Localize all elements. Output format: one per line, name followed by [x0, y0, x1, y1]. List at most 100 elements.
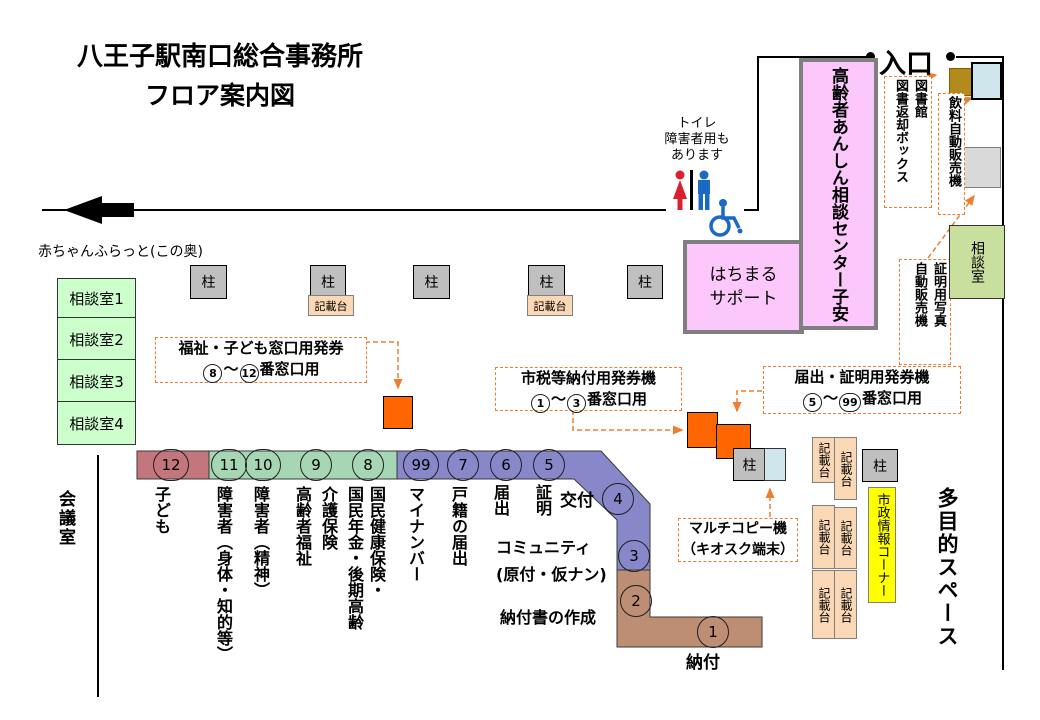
wall-top-left [758, 56, 872, 58]
welfare-to-circle: 12 [239, 364, 259, 383]
baby-area-note: 赤ちゃんふらっと(この奥) [38, 244, 203, 260]
label-mynumber: マイナンバー [406, 486, 425, 582]
label-certificate: 証明 [533, 484, 552, 516]
tax-ticket-machine [687, 412, 718, 448]
report-tilde: ～ [822, 389, 838, 407]
wall-top-right [956, 56, 1004, 58]
counter-circle-4: 4 [602, 483, 634, 515]
pillar-3: 柱 [413, 265, 450, 299]
writing-desk-r3c2: 記載台 [834, 570, 857, 639]
tax-tilde: ～ [550, 390, 566, 408]
toilet-note: トイレ 障害者用も あります [664, 116, 730, 163]
label-disabled-physical: 障害者（身体・知的等） [214, 486, 233, 662]
consult-room-3: 相談室3 [57, 359, 136, 403]
label-issuance: 交付 [560, 491, 594, 511]
counter-circle-1: 1 [697, 616, 729, 648]
writing-desk-r2c2: 記載台 [834, 507, 857, 569]
report-from-circle: 5 [802, 393, 822, 412]
wall-entry-corridor [757, 56, 759, 211]
welfare-suffix: 番窓口用 [259, 360, 320, 378]
counter-circle-10: 10 [245, 449, 281, 481]
consult-room-2: 相談室2 [57, 317, 136, 361]
beverage-label: 飲料自動販売機 [938, 93, 965, 215]
label-community: コミュニティ (原付・仮ナン) [496, 538, 607, 584]
welfare-ticket-machine [383, 396, 413, 429]
counter-circle-6: 6 [490, 449, 522, 481]
label-elderly-welfare: 高齢者福祉 [293, 486, 312, 566]
counter-circle-12: 12 [153, 449, 189, 481]
wall-meeting-room [97, 455, 99, 697]
book-return-label: 図書館 図書返却ボックス [884, 76, 932, 208]
label-disabled-mental: 障害者（精神） [251, 486, 270, 598]
counter-circle-8: 8 [352, 449, 384, 481]
label-payment: 納付 [686, 653, 720, 673]
tax-ticket-line1: 市税等納付用発券機 [520, 369, 656, 387]
counter-circle-2: 2 [620, 585, 652, 617]
writing-desk-small-1: 記載台 [308, 295, 354, 316]
left-arrow-head [64, 196, 102, 224]
counter-circle-99: 99 [403, 449, 439, 481]
photo-machine-label: 証明用写真 自動販売機 [899, 259, 951, 365]
title-line2: フロア案内図 [144, 81, 295, 110]
tax-from-circle: 1 [530, 394, 550, 413]
arrow-tax-ticket [572, 410, 684, 435]
label-children: 子ども [152, 486, 171, 534]
hachimaru-support-label: はちまる サポート [709, 265, 778, 309]
civic-info-corner: 市政情報コーナー [868, 487, 896, 603]
pillar-5: 柱 [627, 265, 663, 299]
entrance-dot-right [946, 52, 955, 61]
welfare-tilde: ～ [223, 360, 239, 378]
tax-suffix: 番窓口用 [587, 390, 648, 408]
writing-desk-r3c1: 記載台 [812, 570, 835, 639]
writing-desk-r2c1: 記載台 [812, 505, 835, 569]
welfare-from-circle: 8 [203, 364, 223, 383]
hachimaru-support-room: はちまる サポート [683, 240, 804, 334]
wall-upper-horizontal [42, 209, 666, 211]
photo-vending-machine [962, 147, 1001, 188]
pillar-4: 柱 [528, 265, 565, 299]
meeting-room-label: 会議室 [55, 490, 75, 547]
arrow-photo-machine [927, 194, 975, 259]
pillar-6: 柱 [733, 448, 766, 481]
label-care-insurance: 介護保険 [319, 486, 338, 550]
pillar-1: 柱 [190, 265, 227, 299]
entrance-dot-left [866, 52, 875, 61]
title-line1: 八王子駅南口総合事務所 [76, 42, 363, 72]
toilet-icons [673, 170, 743, 237]
senior-center-room: 高齢者あんしん相談センター子安 [799, 58, 878, 330]
writing-desk-r1c1: 記載台 [812, 437, 835, 483]
counter-circle-9: 9 [300, 449, 332, 481]
multipurpose-space-label: 多目的スペース [935, 487, 959, 648]
label-family-register: 戸籍の届出 [449, 486, 468, 566]
report-to-circle: 99 [839, 393, 861, 412]
male-icon [698, 170, 710, 210]
counter-circle-5: 5 [533, 449, 565, 481]
wheelchair-icon [709, 199, 743, 237]
pillar-7: 柱 [862, 449, 898, 482]
pillar-2: 柱 [310, 265, 346, 299]
left-arrow-body [100, 203, 134, 217]
label-payment-slip: 納付書の作成 [500, 608, 597, 627]
writing-desk-r1c2: 記載台 [834, 437, 857, 500]
multicopy-label: マルチコピー機 （キオスク端末） [678, 518, 798, 562]
senior-center-label: 高齢者あんしん相談センター子安 [828, 66, 848, 322]
counter-circle-7: 7 [447, 449, 479, 481]
consult-room-1: 相談室1 [57, 278, 136, 319]
female-icon [673, 170, 687, 210]
writing-desk-small-2: 記載台 [527, 295, 573, 316]
tax-to-circle: 3 [567, 394, 586, 413]
divider [690, 170, 693, 210]
counter-circle-3: 3 [618, 540, 650, 572]
multicopy-kiosk [764, 448, 786, 481]
label-health-insurance-pension: 国民健康保険・ 国民年金・後期高齢 [345, 486, 386, 630]
wall-entry-tick [744, 209, 759, 211]
consult-room-right: 相談室 [949, 225, 1005, 299]
arrow-welfare-ticket [365, 341, 403, 390]
label-notification: 届出 [491, 484, 510, 516]
